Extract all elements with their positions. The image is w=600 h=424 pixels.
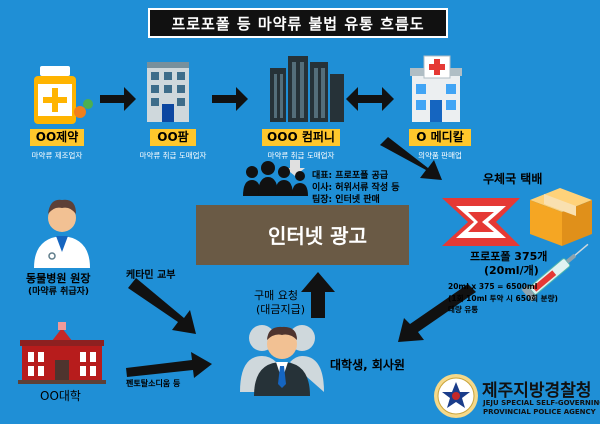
pharmacy-building-icon <box>410 55 462 122</box>
pharma-tag: OO제약 <box>30 129 84 146</box>
arrow-wholesaler-to-company <box>212 87 248 111</box>
purchase-request-label: 구매 요청 <box>254 289 298 302</box>
role-team-lead: 팀장: 인터넷 판매 <box>312 195 380 205</box>
ketamine-label: 케타민 교부 <box>126 270 176 281</box>
pentotal-label: 펜토탈소디움 등 <box>126 379 181 388</box>
internet-ad-label: 인터넷 광고 <box>268 224 367 248</box>
postal-courier-logo-icon <box>442 198 520 246</box>
agency-english-line-1: JEJU SPECIAL SELF-GOVERNING <box>483 399 600 407</box>
police-emblem-icon <box>434 374 478 418</box>
executives-group-icon <box>243 161 308 196</box>
company-towers-icon <box>270 56 344 122</box>
agency-name: 제주지방경찰청 <box>482 381 592 401</box>
product-label: 프로포폴 375개 <box>470 250 548 263</box>
company-caption: 마약류 취급 도매업자 <box>267 151 335 160</box>
medical-caption: 의약품 판매업 <box>418 151 462 160</box>
doctor-icon <box>34 199 90 268</box>
syringe-icon <box>521 243 589 302</box>
payment-label: (대금지급) <box>256 303 306 316</box>
arrow-delivery-to-buyers <box>398 284 476 342</box>
arrow-company-to-delivery <box>380 137 442 180</box>
courier-label: 우체국 택배 <box>483 172 543 186</box>
product-unit: (20ml/개) <box>484 264 539 277</box>
arrow-buyers-to-internet-ad <box>301 272 335 318</box>
buyers-label: 대학생, 회사원 <box>330 358 405 372</box>
calc-line-2: (1회 10ml 투약 시 650회 분량) <box>448 294 558 303</box>
parcel-box-icon <box>530 188 592 246</box>
vet-subtitle: (마약류 취급자) <box>28 287 90 297</box>
university-name: OO대학 <box>40 389 81 403</box>
role-director: 이사: 허위서류 작성 등 <box>312 183 400 193</box>
calc-line-1: 20ml x 375 = 6500ml <box>448 282 538 291</box>
arrow-company-medical-bidirectional <box>346 87 394 111</box>
pharma-caption: 마약류 제조업자 <box>31 151 83 160</box>
wholesaler-building-icon <box>147 62 189 122</box>
medical-tag: O 메디칼 <box>409 129 471 146</box>
arrow-university-to-buyers <box>126 352 212 378</box>
company-tag: OOO 컴퍼니 <box>262 129 340 146</box>
page-title: 프로포폴 등 마약류 불법 유통 흐름도 <box>148 8 448 38</box>
internet-ad-box <box>196 205 409 265</box>
wholesaler-tag: OO팜 <box>150 129 196 146</box>
agency-english-line-2: PROVINCIAL POLICE AGENCY <box>483 408 596 416</box>
pill-bottle-icon <box>34 66 93 124</box>
calc-line-3: 대량 유통 <box>448 305 479 314</box>
arrow-vet-to-buyers <box>128 278 196 334</box>
vet-title: 동물병원 원장 <box>26 272 91 285</box>
university-building-icon <box>18 322 106 384</box>
arrow-pharma-to-wholesaler <box>100 87 136 111</box>
person-group-icon <box>240 325 324 396</box>
wholesaler-caption: 마약류 취급 도매업자 <box>139 151 207 160</box>
role-ceo: 대표: 프로포폴 공급 <box>312 171 389 181</box>
